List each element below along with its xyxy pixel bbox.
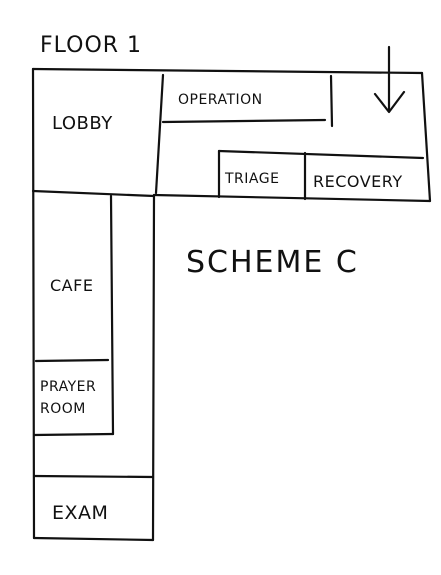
prayer-room-top-wall [34,358,110,363]
floor-title: FLOOR 1 [40,33,143,58]
room-label-lobby: LOBBY [52,113,113,134]
prayer-room-line-2: ROOM [40,401,86,417]
top-wing-bottom-wall [152,193,432,203]
operation-right-wall [329,74,334,128]
scheme-title: SCHEME C [186,245,359,280]
left-wing-bottom-wall [32,536,155,542]
lobby-right-wall [154,73,165,195]
room-label-prayer-room: PRAYER ROOM [40,376,96,420]
lobby-bottom-wall [31,189,156,198]
down-arrow-icon [373,45,406,114]
left-wing-left-wall [31,67,36,540]
room-label-cafe: CAFE [50,276,94,295]
triage-top-wall [217,149,425,160]
operation-bottom-wall [161,118,327,124]
room-label-recovery: RECOVERY [313,172,403,191]
room-label-operation: OPERATION [178,92,263,108]
room-label-exam: EXAM [52,502,109,524]
prayer-room-line-1: PRAYER [40,379,97,395]
exam-top-wall [32,474,155,479]
room-label-triage: TRIAGE [225,171,280,187]
top-wing-right-wall [420,71,432,203]
cafe-right-wall [109,194,115,436]
left-wing-right-wall [151,193,156,542]
prayer-room-bottom-wall [32,432,115,437]
top-wing-top-wall [31,67,424,75]
